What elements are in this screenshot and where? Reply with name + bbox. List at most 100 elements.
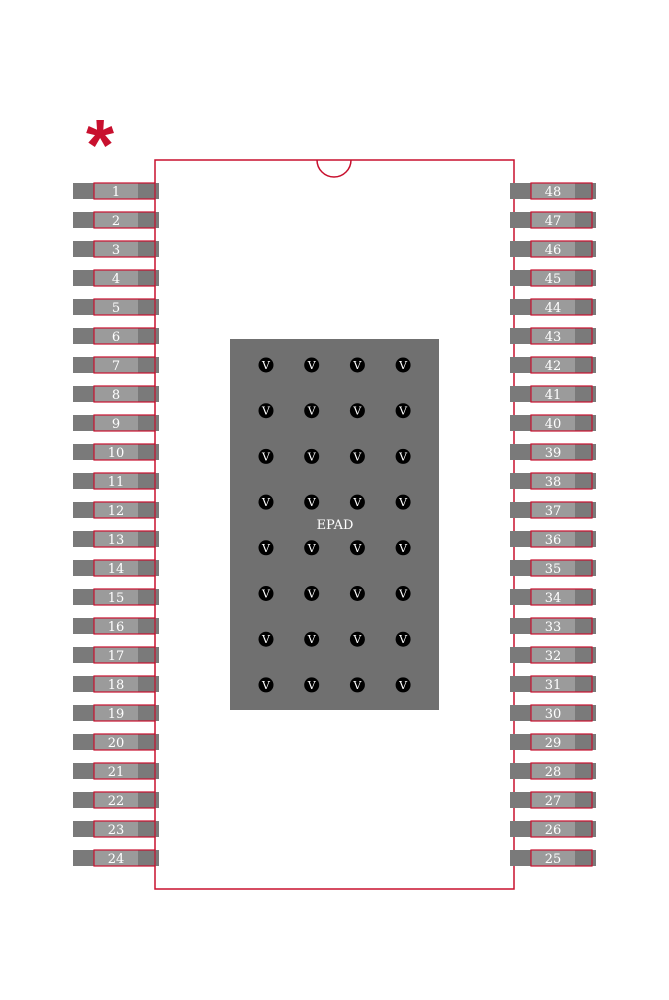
via — [258, 586, 274, 601]
via — [258, 403, 274, 419]
pad-outline-left — [93, 356, 156, 374]
pin-label: 20 — [108, 736, 125, 751]
pin-label: 41 — [545, 388, 562, 403]
pin-label: 36 — [545, 533, 562, 548]
pad-inner-left — [94, 328, 138, 344]
pin-label: 32 — [545, 649, 562, 664]
pin-label: 6 — [112, 330, 120, 345]
pad-inner-right — [531, 473, 575, 489]
pin-label: 38 — [545, 475, 562, 490]
pin1-marker: * — [86, 106, 114, 186]
via-label: V — [398, 588, 408, 601]
pin-label: 15 — [108, 591, 125, 606]
pad-outline-right — [530, 356, 593, 374]
pad-outline-right — [530, 443, 593, 461]
via — [258, 494, 274, 510]
pin-label: 3 — [112, 243, 120, 258]
pad-inner-left — [94, 647, 138, 663]
pad-inner-right — [531, 850, 575, 866]
pad-inner-right — [531, 415, 575, 431]
pad-inner-left — [94, 270, 138, 286]
via-label: V — [352, 542, 362, 555]
pad-outline-left — [93, 588, 156, 606]
via — [395, 631, 411, 647]
pad-inner-left — [94, 502, 138, 518]
pin-label: 37 — [545, 504, 562, 519]
pin-label: 11 — [108, 475, 125, 490]
pin-label: 48 — [545, 185, 562, 200]
pad-outline-left — [93, 269, 156, 287]
pin-label: 46 — [545, 243, 562, 258]
pin-label: 19 — [108, 707, 125, 722]
via-label: V — [398, 496, 408, 509]
pad-outline-left — [93, 820, 156, 838]
pin-label: 43 — [545, 330, 562, 345]
pin-label: 26 — [545, 823, 562, 838]
pad-inner-left — [94, 241, 138, 257]
pad-outline-left — [93, 327, 156, 345]
pin-label: 14 — [108, 562, 125, 577]
via — [258, 357, 274, 373]
via — [395, 403, 411, 419]
via — [304, 631, 320, 647]
pad-outline-right — [530, 704, 593, 722]
via-label: V — [352, 496, 362, 509]
pad-outline-right — [530, 762, 593, 780]
via-label: V — [261, 496, 271, 509]
via — [349, 631, 365, 647]
pad-inner-left — [94, 850, 138, 866]
pad-outline-left — [93, 617, 156, 635]
pad-outline-left — [93, 211, 156, 229]
pad-outline-right — [530, 588, 593, 606]
pad-inner-left — [94, 531, 138, 547]
pin-label: 12 — [108, 504, 125, 519]
pin-label: 33 — [545, 620, 562, 635]
pin-label: 8 — [112, 388, 120, 403]
via-label: V — [352, 405, 362, 418]
pad-inner-right — [531, 792, 575, 808]
pad-inner-right — [531, 705, 575, 721]
pin-label: 28 — [545, 765, 562, 780]
pad-inner-right — [531, 270, 575, 286]
pin-label: 2 — [112, 214, 120, 229]
pad-outline-right — [530, 298, 593, 316]
pad-inner-left — [94, 705, 138, 721]
pin-label: 35 — [545, 562, 562, 577]
pad-inner-left — [94, 763, 138, 779]
via — [395, 448, 411, 464]
pad-outline-left — [93, 530, 156, 548]
via — [395, 494, 411, 510]
pad-inner-right — [531, 299, 575, 315]
pad-inner-left — [94, 734, 138, 750]
pad-outline-left — [93, 704, 156, 722]
via — [349, 494, 365, 510]
pad-inner-left — [94, 444, 138, 460]
pad-inner-right — [531, 386, 575, 402]
via — [349, 357, 365, 373]
pin-label: 31 — [545, 678, 562, 693]
pin-label: 7 — [112, 359, 120, 374]
pin-label: 18 — [108, 678, 125, 693]
via — [395, 540, 411, 556]
pad-inner-right — [531, 763, 575, 779]
pin-label: 25 — [545, 852, 562, 867]
via — [349, 403, 365, 419]
pad-outline-left — [93, 472, 156, 490]
pin-label: 9 — [112, 417, 120, 432]
pad-outline-left — [93, 559, 156, 577]
epad-label: EPAD — [317, 518, 354, 533]
pad-outline-left — [93, 733, 156, 751]
pad-inner-right — [531, 212, 575, 228]
via-label: V — [352, 633, 362, 646]
pad-outline-left — [93, 762, 156, 780]
via — [349, 586, 365, 601]
epad-area — [230, 339, 439, 710]
pad-inner-right — [531, 241, 575, 257]
via-label: V — [352, 588, 362, 601]
pad-inner-right — [531, 183, 575, 199]
pad-outline-right — [530, 414, 593, 432]
pad-inner-left — [94, 618, 138, 634]
via-label: V — [352, 450, 362, 463]
via — [304, 586, 320, 601]
